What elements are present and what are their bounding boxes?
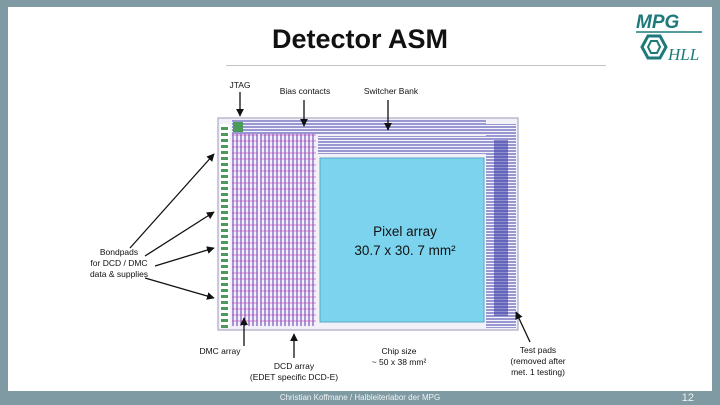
label-dmc-array: DMC array — [199, 346, 241, 356]
title-underline — [226, 65, 606, 66]
mpg-hll-logo: MPG HLL — [636, 12, 702, 64]
test-pads-line-1: Test pads — [519, 345, 557, 355]
bondpads-line-3: data & supplies — [89, 269, 149, 279]
logo-bottom-text: HLL — [667, 45, 699, 64]
switcher-band — [318, 136, 486, 154]
footer-text: Christian Koffmane / Halbleiterlabor der… — [279, 393, 441, 402]
slide-title: Detector ASM — [271, 24, 449, 54]
pixel-array-region — [319, 157, 485, 323]
label-test-pads: Test pads (removed after met. 1 testing) — [496, 345, 580, 378]
switcher-bank-inner — [494, 140, 508, 316]
bondpad-column — [220, 124, 230, 328]
bondpad-arrow-3 — [154, 246, 215, 267]
pixel-array-line-1: Pixel array — [373, 224, 437, 239]
footer-bar — [0, 391, 720, 405]
logo-top-text: MPG — [636, 12, 680, 33]
frame-left-bar — [0, 0, 8, 405]
testpad-arrow — [515, 311, 531, 343]
label-bias-contacts: Bias contacts — [279, 86, 331, 96]
page-number: 12 — [681, 392, 694, 404]
label-dcd-array: DCD array (EDET specific DCD-E) — [242, 361, 346, 383]
bondpad-arrow-2 — [144, 211, 215, 257]
label-jtag: JTAG — [229, 80, 251, 90]
pixel-array-line-2: 30.7 x 30. 7 mm² — [354, 243, 456, 258]
chip-size-line-1: Chip size — [381, 346, 417, 356]
bondpads-line-2: for DCD / DMC — [90, 258, 148, 268]
bondpad-arrow-4 — [144, 277, 215, 300]
dcd-region — [260, 130, 316, 326]
label-chip-size: Chip size ~ 50 x 38 mm² — [354, 346, 444, 368]
frame-top-bar — [0, 0, 720, 7]
test-pads-line-3: met. 1 testing) — [511, 367, 565, 377]
pixel-array-label: Pixel array 30.7 x 30. 7 mm² — [325, 222, 485, 260]
dcd-line-1: DCD array — [273, 361, 315, 371]
top-band — [232, 120, 486, 134]
bondpad-arrow-1 — [129, 153, 215, 249]
bondpads-line-1: Bondpads — [99, 247, 139, 257]
test-pads-line-2: (removed after — [510, 356, 566, 366]
jtag-pads — [233, 122, 243, 132]
frame-right-bar — [712, 0, 720, 405]
label-switcher-bank: Switcher Bank — [363, 86, 419, 96]
dmc-region — [232, 130, 258, 326]
chip-size-line-2: ~ 50 x 38 mm² — [371, 357, 427, 367]
dcd-line-2: (EDET specific DCD-E) — [249, 372, 339, 382]
label-bondpads: Bondpads for DCD / DMC data & supplies — [80, 247, 158, 280]
